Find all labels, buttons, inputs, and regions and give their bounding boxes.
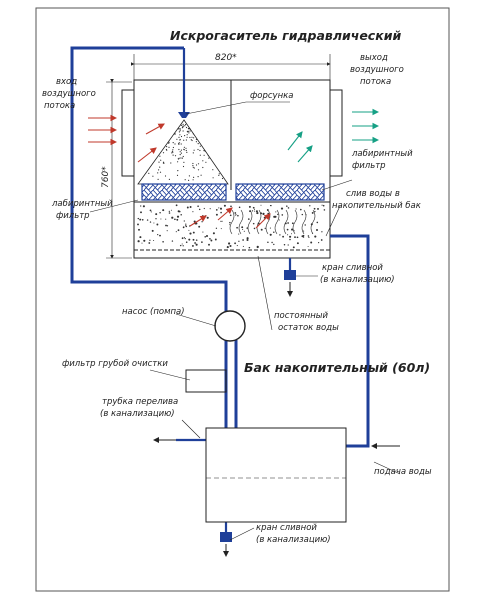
svg-text:кран сливной: кран сливной [256,523,317,533]
svg-text:остаток воды: остаток воды [278,323,339,333]
label-labyrinth-left: лабиринтный фильтр [51,199,113,221]
water-bubbles [137,204,326,249]
label-nozzle: форсунка [250,91,293,101]
label-coarse-filter: фильтр грубой очистки [62,359,168,369]
svg-text:(в канализацию): (в канализацию) [100,409,175,419]
nozzle-spray [137,48,229,185]
label-air-inlet: вход воздушного потока [42,77,96,111]
svg-text:лабиринтный: лабиринтный [51,199,113,209]
width-dimension: 820* [131,53,331,80]
svg-text:фильтр: фильтр [352,161,386,171]
svg-text:(в канализацию): (в канализацию) [256,535,331,545]
label-drain-valve-top: кран сливной (в канализацию) [320,263,395,285]
svg-text:трубка перелива: трубка перелива [102,397,178,407]
svg-text:вход: вход [56,77,77,87]
svg-text:(в канализацию): (в канализацию) [320,275,395,285]
label-overflow: трубка перелива (в канализацию) [100,397,178,419]
label-air-outlet: выход воздушного потока [350,53,404,87]
svg-text:фильтр: фильтр [56,211,90,221]
svg-text:воздушного: воздушного [42,89,96,99]
storage-tank [205,427,347,523]
pump [214,310,246,342]
spray-droplets [148,123,224,181]
drawing-frame [35,7,450,592]
leader-lines [89,101,401,541]
diagram-title: Искрогаситель гидравлический [170,28,401,43]
air-inlet-arrows [88,114,271,229]
drain-valve-top [284,270,296,297]
svg-text:потока: потока [360,77,391,87]
svg-text:кран сливной: кран сливной [322,263,383,273]
svg-text:820*: 820* [215,53,237,63]
coarse-filter [185,369,227,393]
svg-text:воздушного: воздушного [350,65,404,75]
air-outlet-arrows [287,108,380,163]
label-water-supply: подача воды [374,467,432,477]
label-drain-valve-bottom: кран сливной (в канализацию) [256,523,331,545]
svg-text:выход: выход [360,53,388,63]
drain-valve-bottom [220,532,232,557]
label-labyrinth-right: лабиринтный фильтр [351,149,413,171]
chamber [121,79,343,259]
tank-title: Бак накопительный (60л) [244,360,430,375]
height-dimension: 760* [101,79,132,259]
water-piping [70,46,370,534]
label-residual-water: постоянный остаток воды [274,311,339,333]
svg-text:накопительный бак: накопительный бак [332,201,422,211]
svg-text:слив воды в: слив воды в [346,189,400,199]
svg-text:760*: 760* [101,166,111,188]
svg-text:постоянный: постоянный [274,311,329,321]
label-water-drain: слив воды в накопительный бак [332,189,422,211]
svg-text:лабиринтный: лабиринтный [351,149,413,159]
svg-text:потока: потока [44,101,75,111]
labyrinth-filters [141,183,325,201]
label-pump: насос (помпа) [122,307,185,317]
